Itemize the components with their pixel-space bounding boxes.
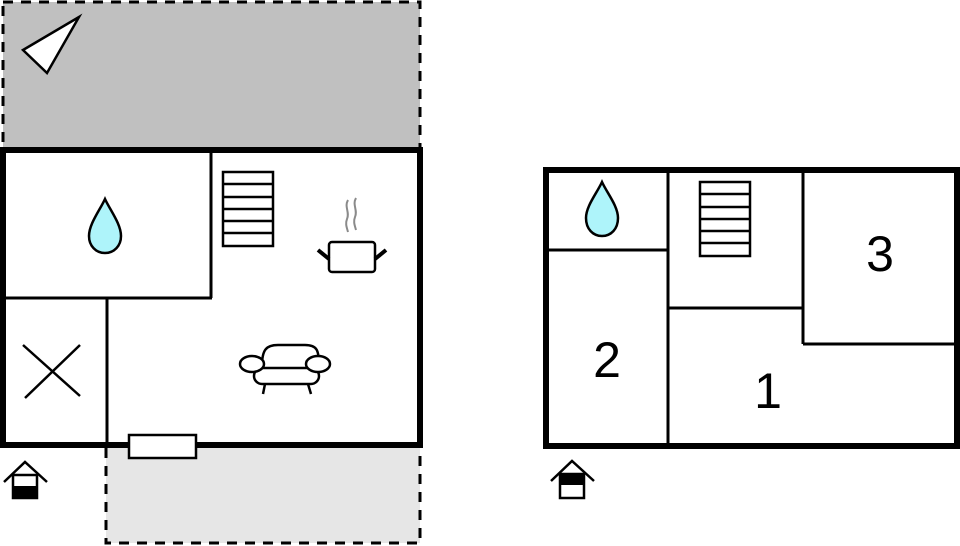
water-drop-icon <box>584 178 620 238</box>
stairs-icon <box>698 180 752 258</box>
bottom-terrace <box>104 444 422 545</box>
x-bedroom-icon <box>22 344 81 399</box>
window-bench-icon <box>127 433 198 460</box>
entrance-house-icon <box>3 460 48 500</box>
room-label-3: 3 <box>866 226 894 282</box>
sofa-icon <box>238 343 332 395</box>
upper-floor: 3 2 1 <box>543 167 960 500</box>
cooking-pot-icon <box>316 197 388 274</box>
room-label-2: 2 <box>593 332 621 388</box>
entrance-house-icon <box>550 459 595 500</box>
ground-floor <box>0 0 423 545</box>
north-arrow-icon <box>20 13 83 76</box>
stairs-icon <box>221 170 275 248</box>
water-drop-icon <box>87 195 123 255</box>
room-label-1: 1 <box>754 363 782 419</box>
